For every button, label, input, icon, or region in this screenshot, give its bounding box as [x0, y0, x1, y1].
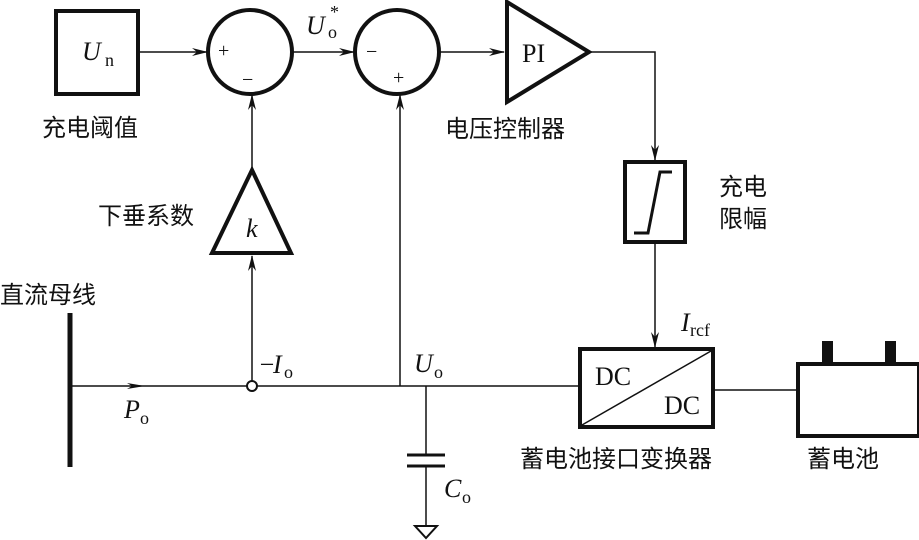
battery-label: 蓄电池: [807, 445, 879, 473]
limiter-label-line1: 充电: [719, 173, 767, 201]
svg-text:rcf: rcf: [690, 320, 710, 340]
svg-text:C: C: [444, 474, 462, 503]
converter-label: 蓄电池接口变换器: [520, 445, 712, 473]
dc-dc-converter-block: DC DC: [578, 347, 715, 429]
converter-output-dc: DC: [664, 391, 700, 420]
svg-text:−: −: [258, 350, 276, 379]
pi-controller-block: PI: [505, 0, 593, 106]
pi-label: 电压控制器: [445, 115, 565, 143]
svg-text:I: I: [272, 350, 283, 379]
threshold-subscript: n: [105, 50, 114, 70]
co-label: C o: [444, 474, 471, 507]
svg-text:o: o: [462, 487, 471, 507]
svg-text:U: U: [414, 349, 435, 378]
svg-text:P: P: [123, 395, 140, 424]
droop-label: 下垂系数: [98, 202, 194, 230]
sum2-plus-sign: +: [393, 67, 404, 89]
charge-limiter-block: [623, 160, 687, 244]
droop-symbol: k: [246, 214, 258, 243]
threshold-block: U n: [54, 9, 140, 96]
po-label: P o: [123, 395, 149, 428]
neg-io-label: − I o: [258, 350, 293, 382]
uo-star-label: U o *: [306, 2, 339, 42]
svg-text:o: o: [434, 362, 443, 382]
limiter-label-line2: 限幅: [719, 205, 767, 233]
battery-icon: [796, 341, 919, 438]
summing-junction-1: + −: [206, 8, 294, 96]
current-sense-node: [246, 380, 258, 392]
capacitor-icon: [407, 386, 445, 525]
svg-text:I: I: [680, 308, 691, 337]
power-flow-arrow-icon: [127, 383, 145, 389]
iref-label: I rcf: [680, 308, 710, 340]
uo-label: U o: [414, 349, 443, 382]
svg-text:o: o: [284, 362, 293, 382]
svg-text:*: *: [330, 2, 339, 22]
sum1-minus-sign: −: [242, 69, 253, 91]
svg-text:o: o: [140, 408, 149, 428]
sum1-plus-sign: +: [218, 40, 229, 62]
summing-junction-2: − +: [353, 8, 441, 96]
ground-icon: [412, 525, 440, 540]
saturation-icon: [634, 170, 672, 235]
pi-text: PI: [522, 39, 545, 68]
svg-text:U: U: [306, 11, 327, 40]
wire-pi-to-limiter: [589, 51, 659, 161]
droop-gain-block: k: [208, 165, 295, 255]
dc-bus-label: 直流母线: [0, 281, 96, 309]
threshold-symbol: U: [82, 37, 103, 66]
sum2-minus-sign: −: [366, 41, 377, 63]
threshold-label: 充电阈值: [42, 114, 138, 142]
svg-text:o: o: [328, 22, 337, 42]
converter-input-dc: DC: [595, 362, 631, 391]
